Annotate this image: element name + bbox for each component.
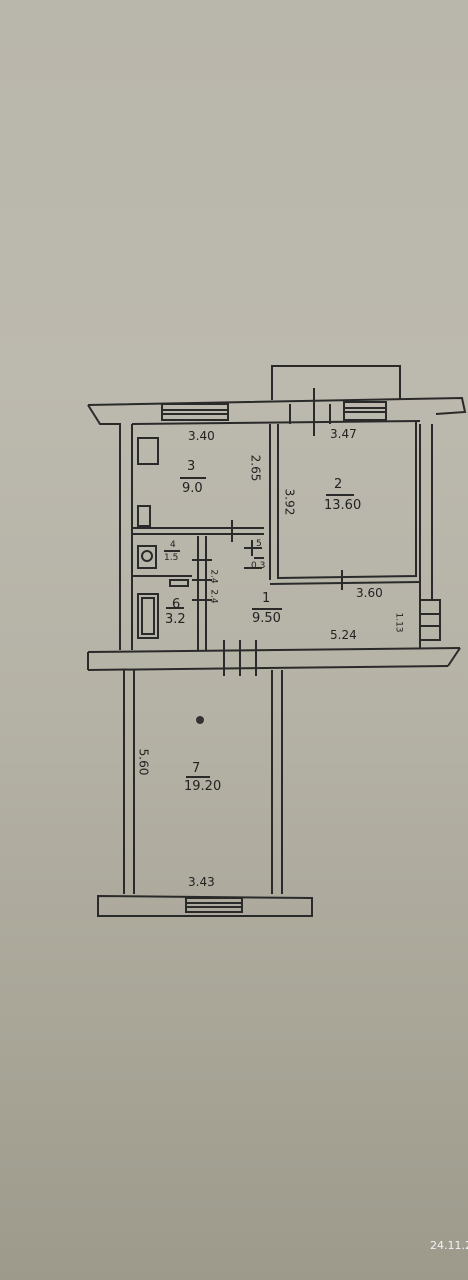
dim-bath-b: 2.4 (208, 589, 219, 604)
dim-room7-depth: 5.60 (136, 748, 151, 776)
room1-area: 9.50 (252, 611, 281, 626)
dim-bath-a: 2.4 (208, 569, 219, 584)
window-room3 (161, 403, 229, 421)
room4-number: 4 (170, 540, 176, 550)
dim-room2-depth: 3.92 (282, 488, 297, 516)
dim-room7-width: 3.43 (188, 875, 215, 889)
room5-number: 5 (256, 539, 262, 549)
dim-side-small: 1.13 (393, 612, 404, 633)
dim-room3-width: 3.40 (188, 429, 215, 443)
room3-area: 9.0 (182, 481, 203, 496)
dim-room2-bottom: 3.60 (356, 586, 383, 600)
room5-area: 0.3 (251, 561, 266, 571)
dim-room2-width: 3.47 (330, 427, 357, 441)
room1-number: 1 (262, 591, 271, 606)
sink-fixture (137, 505, 151, 527)
bathtub-fixture (137, 593, 159, 639)
ink-dot (196, 716, 204, 724)
exterior-wall-bottom (87, 647, 461, 653)
stove-fixture (137, 437, 159, 465)
exterior-wall-top (87, 396, 467, 415)
toilet-fixture (137, 545, 157, 569)
room3-number: 3 (187, 459, 196, 474)
interior-wall-line-top (131, 420, 421, 425)
room2-number: 2 (334, 477, 343, 492)
window-room7 (185, 897, 243, 913)
dim-room3-depth: 2.65 (248, 454, 263, 482)
room7-area: 19.20 (184, 779, 222, 794)
room6-number: 6 (172, 597, 181, 612)
photo-timestamp: 24.11.2 (430, 1239, 468, 1252)
exterior-wall-left (100, 423, 121, 650)
room6-area: 3.2 (165, 612, 186, 627)
dim-hall-length: 5.24 (330, 628, 357, 642)
room7-number: 7 (192, 761, 201, 776)
room4-area: 1.5 (164, 553, 179, 563)
room2-area: 13.60 (324, 498, 362, 513)
balcony-outline (271, 365, 401, 400)
